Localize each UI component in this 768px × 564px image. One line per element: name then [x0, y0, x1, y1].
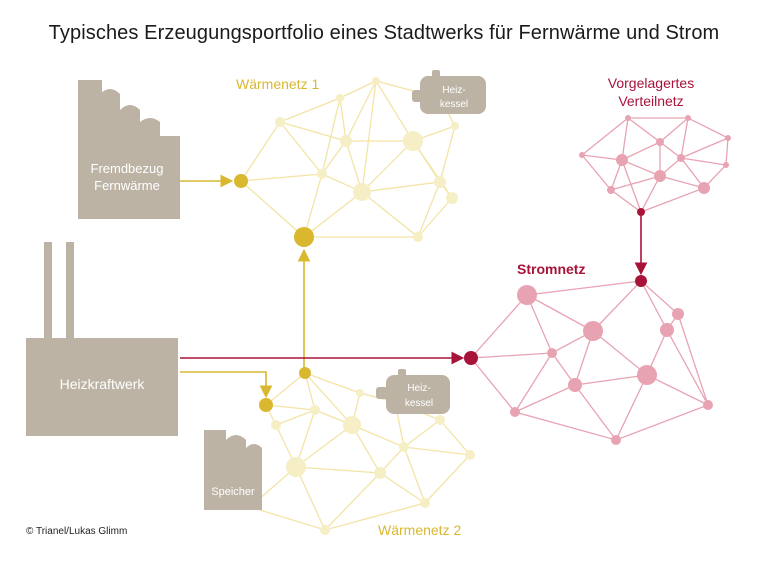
heizkraftwerk-label: Heizkraftwerk: [60, 376, 146, 392]
verteilnetz-exit-node: [637, 208, 645, 216]
waermenetz-2-nodes: [271, 389, 475, 535]
heizkessel-2-label-line2: kessel: [405, 398, 433, 409]
stromnetz-entry-node: [464, 351, 478, 365]
stromnetz-top-node: [635, 275, 647, 287]
diagram-title: Typisches Erzeugungsportfolio eines Stad…: [48, 22, 720, 44]
heizkessel-1-label-line2: kessel: [440, 99, 468, 110]
waermenetz-1-nodes: [275, 77, 459, 242]
verteilnetz-nodes: [579, 115, 731, 194]
waermenetz-2-label: Wärmenetz 2: [378, 522, 461, 538]
speicher-building: [204, 430, 262, 510]
verteilnetz-label-line2: Verteilnetz: [618, 93, 683, 109]
speicher-label: Speicher: [211, 486, 255, 498]
waermenetz-2-entry-node: [259, 398, 273, 412]
fremdbezug-label-line2: Fernwärme: [94, 178, 160, 193]
stromnetz: [470, 279, 709, 442]
verteilnetz-label-line1: Vorgelagertes: [608, 75, 694, 91]
heizkessel-2-label-line1: Heiz-: [407, 383, 430, 394]
heizkessel-1-icon: [412, 70, 486, 114]
copyright-credit: © Trianel/Lukas Glimm: [26, 526, 128, 537]
heizkessel-1-label-line1: Heiz-: [442, 85, 465, 96]
waermenetz-1-entry-node: [234, 174, 248, 188]
verteilnetz: [581, 116, 729, 213]
stromnetz-label: Stromnetz: [517, 261, 585, 277]
flow-heizkraftwerk-to-waermenetz2: [180, 371, 273, 399]
waermenetz-2-top-node: [299, 367, 311, 379]
heizkraftwerk-building: [26, 242, 178, 436]
waermenetz-1-label: Wärmenetz 1: [236, 76, 319, 92]
fremdbezug-building: [78, 80, 180, 219]
stromnetz-nodes: [510, 285, 713, 445]
waermenetz-1-hub-node: [294, 227, 314, 247]
fremdbezug-label-line1: Fremdbezug: [91, 161, 164, 176]
heizkessel-2-icon: [376, 369, 450, 414]
